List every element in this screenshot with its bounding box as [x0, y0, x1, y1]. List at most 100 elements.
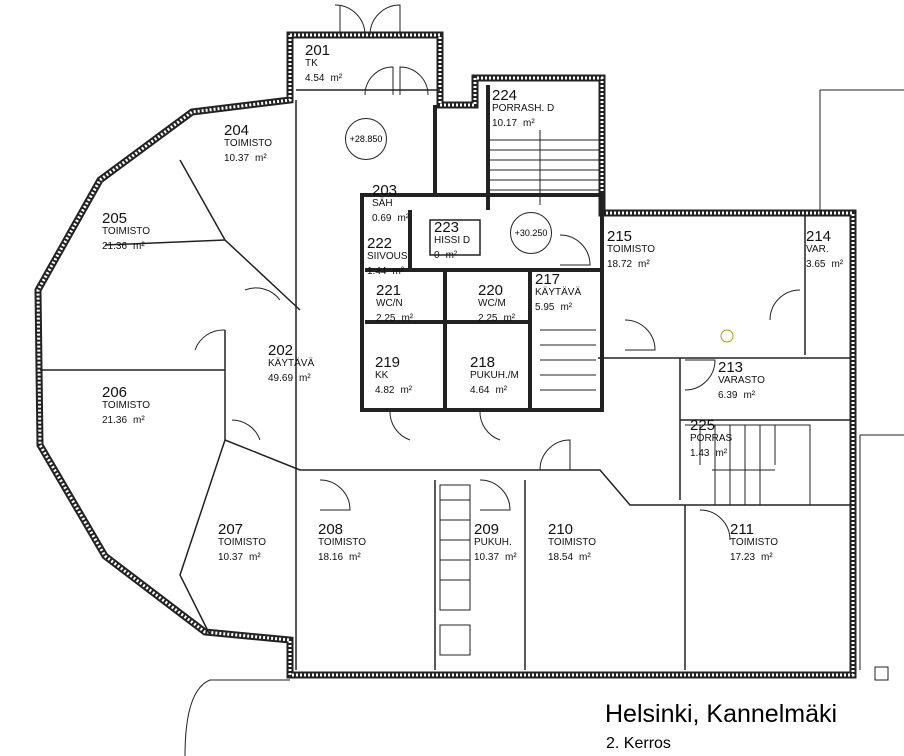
room-name: WC/M	[478, 297, 506, 309]
area-unit: m²	[638, 259, 650, 271]
room-area: 18.16	[318, 552, 344, 564]
room-name: KÄYTÄVÄ	[535, 286, 582, 298]
area-unit: m²	[400, 385, 413, 397]
room-area: 4.54	[305, 73, 325, 85]
area-unit: m²	[392, 266, 405, 278]
room-area: 2.25	[478, 313, 498, 325]
room-name: TOIMISTO	[607, 243, 655, 255]
room-area: 10.17	[492, 118, 518, 130]
room-area: 4.64	[470, 385, 490, 397]
room-name: TOIMISTO	[730, 536, 778, 548]
area-unit: m²	[831, 259, 844, 271]
room-number: 221	[376, 282, 402, 299]
room-number: 209	[474, 521, 500, 538]
room-number: 217	[535, 271, 561, 288]
room-number: 205	[102, 210, 128, 227]
area-unit: m²	[397, 213, 410, 225]
room-area: 6.39	[718, 390, 738, 402]
interior-walls	[40, 89, 850, 670]
room-area: 0	[434, 250, 440, 262]
area-unit: m²	[560, 302, 573, 314]
room-area: 4.82	[375, 385, 395, 397]
room-name: TOIMISTO	[218, 536, 266, 548]
room-area: 18.72	[607, 259, 633, 271]
room-area: 49.69	[268, 373, 294, 385]
level-marker: +30.250	[510, 212, 552, 254]
room-name: KÄYTÄVÄ	[268, 357, 315, 369]
area-unit: m²	[133, 415, 145, 427]
room-number: 208	[318, 521, 344, 538]
door-swings	[194, 4, 801, 541]
area-unit: m²	[133, 241, 145, 253]
area-unit: m²	[299, 373, 311, 385]
room-area: 0.69	[372, 213, 392, 225]
area-unit: m²	[401, 313, 414, 325]
area-unit: m²	[523, 118, 535, 130]
room-area: 17.23	[730, 552, 756, 564]
area-unit: m²	[349, 552, 361, 564]
room-name: HISSI D	[434, 234, 471, 246]
room-area: 3.65	[806, 259, 826, 271]
level-marker: +28.850	[345, 118, 387, 160]
area-unit: m²	[330, 73, 343, 85]
room-area: 10.37	[474, 552, 500, 564]
room-name: TOIMISTO	[224, 137, 272, 149]
room-number: 201	[305, 42, 331, 59]
room-number: 224	[492, 87, 518, 104]
room-area: 1.43	[690, 448, 710, 460]
area-unit: m²	[579, 552, 591, 564]
room-number: 219	[375, 354, 401, 371]
stairs	[439, 130, 811, 656]
room-name: KK	[375, 369, 389, 381]
room-number: 222	[367, 235, 393, 252]
room-number: 214	[806, 228, 832, 245]
room-number: 202	[268, 342, 294, 359]
room-number: 215	[607, 228, 633, 245]
room-number: 210	[548, 521, 574, 538]
room-name: TOIMISTO	[318, 536, 366, 548]
room-number: 213	[718, 359, 744, 376]
room-name: WC/N	[376, 297, 403, 309]
room-area: 1.44	[367, 266, 387, 278]
room-number: 225	[690, 417, 716, 434]
room-name: TOIMISTO	[548, 536, 596, 548]
area-unit: m²	[505, 552, 517, 564]
elevator-car	[429, 219, 481, 256]
area-unit: m²	[761, 552, 773, 564]
area-unit: m²	[445, 250, 458, 262]
room-area: 21.36	[102, 415, 128, 427]
room-number: 218	[470, 354, 496, 371]
room-name: PUKUH./M	[470, 369, 519, 381]
room-name: TK	[305, 57, 318, 69]
exterior-lines	[184, 89, 904, 756]
outer-wall-hatch	[36, 33, 855, 677]
room-number: 211	[730, 521, 754, 538]
room-name: TOIMISTO	[102, 399, 150, 411]
room-name: PUKUH.	[474, 536, 512, 548]
room-number: 206	[102, 384, 128, 401]
room-number: 204	[224, 122, 250, 139]
room-number: 207	[218, 521, 244, 538]
area-unit: m²	[255, 153, 267, 165]
room-area: 10.37	[218, 552, 244, 564]
room-number: 223	[434, 219, 460, 236]
room-name: SÄH	[372, 197, 393, 209]
room-number: 220	[478, 282, 504, 299]
